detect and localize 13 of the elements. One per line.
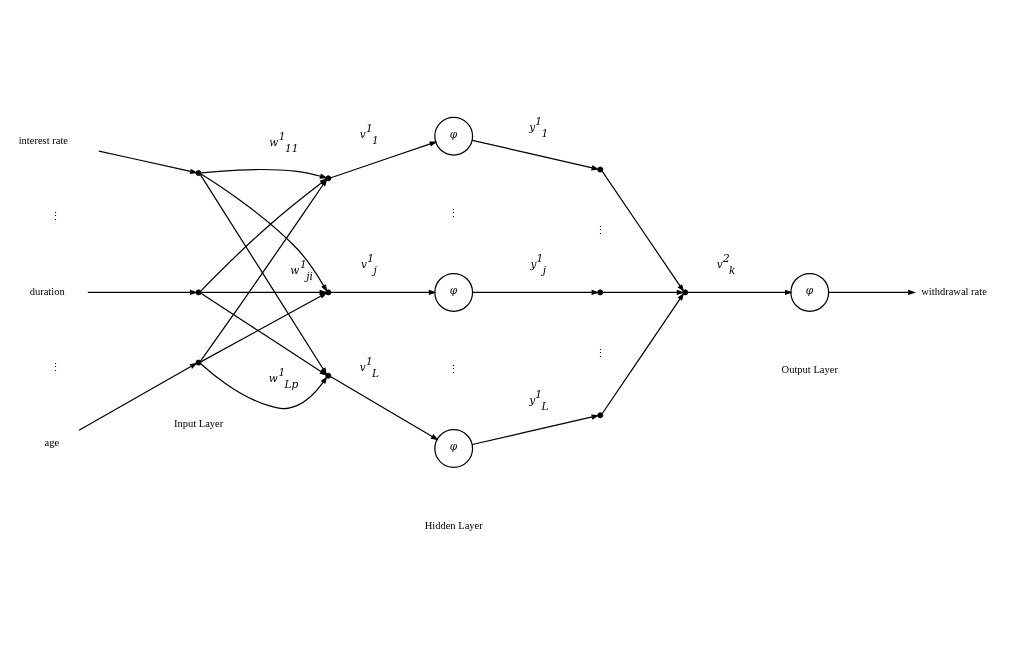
label: ⋮ — [594, 346, 606, 359]
label: Output Layer — [781, 364, 838, 376]
label: ⋮ — [49, 209, 61, 222]
node-text: withdrawal rate — [921, 286, 987, 298]
label: ⋮ — [49, 360, 61, 373]
label: ⋮ — [448, 207, 460, 220]
node-text: duration — [29, 286, 65, 298]
label: Input Layer — [173, 417, 224, 429]
label: ⋮ — [594, 223, 606, 236]
label: ⋮ — [448, 363, 460, 376]
node-text: age — [44, 437, 60, 449]
node-text: interest rate — [18, 135, 69, 147]
label: Hidden Layer — [424, 520, 483, 532]
